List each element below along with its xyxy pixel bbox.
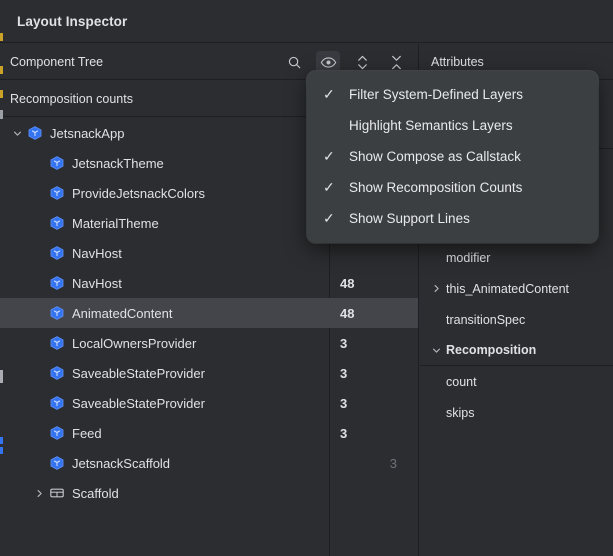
tree-row[interactable]: LocalOwnersProvider 3 (0, 328, 418, 358)
tree-node-label: JetsnackScaffold (72, 456, 170, 471)
search-icon[interactable] (282, 51, 306, 73)
compose-node-icon (26, 124, 44, 142)
twisty-spacer (30, 418, 48, 448)
tree-row[interactable]: SaveableStateProvider 3 (0, 358, 418, 388)
twisty-spacer (30, 358, 48, 388)
compose-node-icon (48, 154, 66, 172)
attribute-row[interactable]: transitionSpec (420, 304, 613, 335)
tree-node-label: SaveableStateProvider (72, 396, 205, 411)
twisty-spacer (30, 388, 48, 418)
tree-node-label: JetsnackTheme (72, 156, 164, 171)
tree-node-label: Feed (72, 426, 102, 441)
menu-item[interactable]: ✓Show Compose as Callstack (307, 141, 598, 172)
menu-item[interactable]: ✓Filter System-Defined Layers (307, 79, 598, 110)
recomposition-count-cell: 3 (330, 358, 419, 388)
page-title: Layout Inspector (17, 14, 127, 29)
attribute-row[interactable]: count (420, 366, 613, 397)
menu-item-label: Filter System-Defined Layers (349, 87, 523, 102)
attribute-label: this_AnimatedContent (446, 282, 569, 296)
recomposition-count-cell: 3 (330, 418, 419, 448)
compose-node-icon (48, 304, 66, 322)
checkmark-icon: ✓ (323, 210, 349, 227)
compose-node-icon (48, 454, 66, 472)
twisty-spacer (30, 238, 48, 268)
twisty-spacer (30, 148, 48, 178)
tree-node-label: SaveableStateProvider (72, 366, 205, 381)
attributes-label: Attributes (431, 55, 484, 69)
twisty-spacer (30, 298, 48, 328)
attribute-row[interactable]: skips (420, 397, 613, 428)
view-options-menu-items: ✓Filter System-Defined LayersHighlight S… (307, 79, 598, 234)
compose-node-icon (48, 334, 66, 352)
attribute-row[interactable]: this_AnimatedContent (420, 273, 613, 304)
menu-item-label: Show Compose as Callstack (349, 149, 521, 164)
twisty-spacer (30, 178, 48, 208)
checkmark-icon: ✓ (323, 179, 349, 196)
menu-item[interactable]: Highlight Semantics Layers (307, 110, 598, 141)
tree-row[interactable]: NavHost 48 (0, 268, 418, 298)
compose-node-icon (48, 244, 66, 262)
tree-row[interactable]: JetsnackScaffold 3 (0, 448, 418, 478)
tree-row[interactable]: Feed 3 (0, 418, 418, 448)
expand-all-icon[interactable] (350, 51, 374, 73)
tree-node-label: JetsnackApp (50, 126, 124, 141)
menu-item-label: Highlight Semantics Layers (349, 118, 513, 133)
view-node-icon (48, 484, 66, 502)
compose-node-icon (48, 394, 66, 412)
compose-node-icon (48, 274, 66, 292)
recomposition-count-cell: 48 (330, 268, 419, 298)
tree-row[interactable]: SaveableStateProvider 3 (0, 388, 418, 418)
attribute-group-row[interactable]: Recomposition (420, 335, 613, 366)
twisty-spacer (30, 448, 48, 478)
tree-node-label: NavHost (72, 276, 122, 291)
attribute-label: transitionSpec (446, 313, 525, 327)
attribute-label: count (446, 375, 477, 389)
recomposition-count-cell: 3 (330, 448, 419, 478)
tree-node-label: LocalOwnersProvider (72, 336, 196, 351)
menu-item[interactable]: ✓Show Recomposition Counts (307, 172, 598, 203)
twisty-spacer (30, 328, 48, 358)
chevron-right-icon[interactable] (426, 273, 446, 304)
tree-row[interactable]: AnimatedContent 48 (0, 298, 418, 328)
attribute-label: skips (446, 406, 474, 420)
view-options-dropdown-menu[interactable]: ✓Filter System-Defined LayersHighlight S… (307, 71, 598, 243)
recomposition-count-cell: 48 (330, 298, 419, 328)
attribute-label: modifier (446, 251, 490, 265)
tree-node-label: NavHost (72, 246, 122, 261)
tree-node-label: ProvideJetsnackColors (72, 186, 205, 201)
chevron-down-icon[interactable] (8, 118, 26, 148)
checkmark-icon: ✓ (323, 86, 349, 103)
checkmark-icon: ✓ (323, 148, 349, 165)
menu-item-label: Show Support Lines (349, 211, 470, 226)
compose-node-icon (48, 184, 66, 202)
collapse-all-icon[interactable] (384, 51, 408, 73)
compose-node-icon (48, 424, 66, 442)
chevron-right-icon[interactable] (30, 478, 48, 508)
recomposition-counts-label: Recomposition counts (10, 92, 133, 106)
menu-item[interactable]: ✓Show Support Lines (307, 203, 598, 234)
compose-node-icon (48, 214, 66, 232)
attribute-row[interactable]: modifier (420, 242, 613, 273)
tree-node-label: AnimatedContent (72, 306, 172, 321)
compose-node-icon (48, 364, 66, 382)
tree-node-label: MaterialTheme (72, 216, 159, 231)
component-tree-label: Component Tree (10, 55, 103, 69)
recomposition-count-cell (330, 478, 419, 508)
menu-item-label: Show Recomposition Counts (349, 180, 522, 195)
twisty-spacer (30, 208, 48, 238)
eye-icon[interactable] (316, 51, 340, 73)
twisty-spacer (30, 268, 48, 298)
chevron-down-icon[interactable] (426, 335, 446, 366)
recomposition-count-cell: 3 (330, 328, 419, 358)
window-titlebar: Layout Inspector (0, 0, 613, 43)
attribute-label: Recomposition (446, 343, 536, 357)
recomposition-count-cell: 3 (330, 388, 419, 418)
tree-row[interactable]: Scaffold (0, 478, 418, 508)
tree-node-label: Scaffold (72, 486, 119, 501)
